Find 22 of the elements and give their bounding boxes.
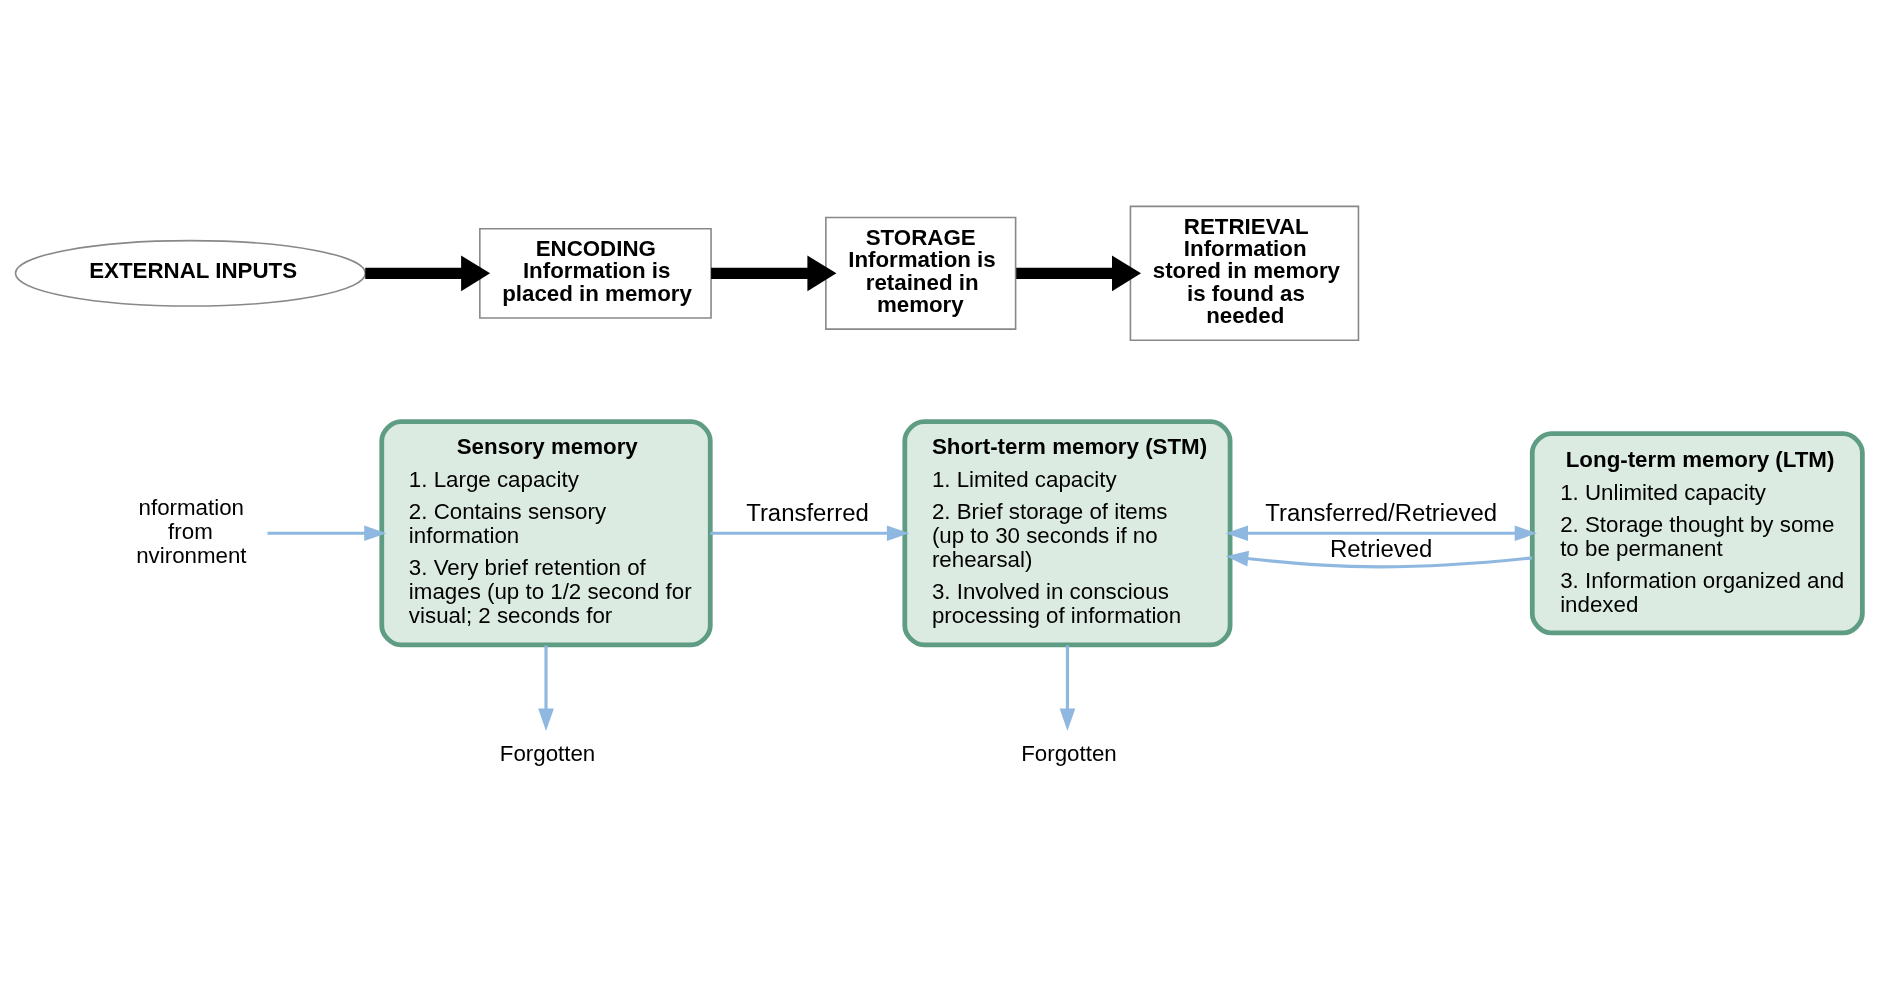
- arrow: [1225, 550, 1533, 568]
- node-box: Sensory memory 1. Large capacity 2. Contains sensory information 3. Very brief retention of images (up to 1/2 second for visual; 2 seconds for: [379, 418, 713, 647]
- arrow: [1225, 524, 1538, 541]
- arrow: [1016, 255, 1142, 291]
- arrow: [267, 524, 387, 541]
- arrow: [1059, 644, 1076, 731]
- node-text: Forgotten: [499, 740, 596, 766]
- node-ellipse: EXTERNAL INPUTS: [14, 239, 367, 307]
- node-box: Short-term memory (STM) 1. Limited capacity 2. Brief storage of items (up to 30 seconds if no rehearsal) 3. Involved in conscious processing of information: [902, 418, 1233, 647]
- edge-label: Transferred/Retrieved: [1265, 498, 1497, 526]
- node-box: ENCODING Information is placed in memory: [479, 227, 712, 319]
- node-box: Long-term memory (LTM) 1. Unlimited capacity 2. Storage thought by some to be permanent 3. Information organized and indexed: [1529, 430, 1865, 635]
- node-box: RETRIEVAL Information stored in memory is found as needed: [1129, 205, 1360, 341]
- edge-label: Transferred: [746, 498, 869, 526]
- arrow: [711, 255, 837, 291]
- node-text: Forgotten: [1021, 740, 1117, 766]
- arrow: [365, 255, 491, 291]
- arrow: [538, 644, 554, 731]
- edge-label: Retrieved: [1330, 534, 1433, 562]
- node-box: STORAGE Information is retained in memory: [825, 216, 1017, 330]
- arrow: [710, 524, 910, 541]
- node-text: nformation from nvironment: [136, 494, 247, 568]
